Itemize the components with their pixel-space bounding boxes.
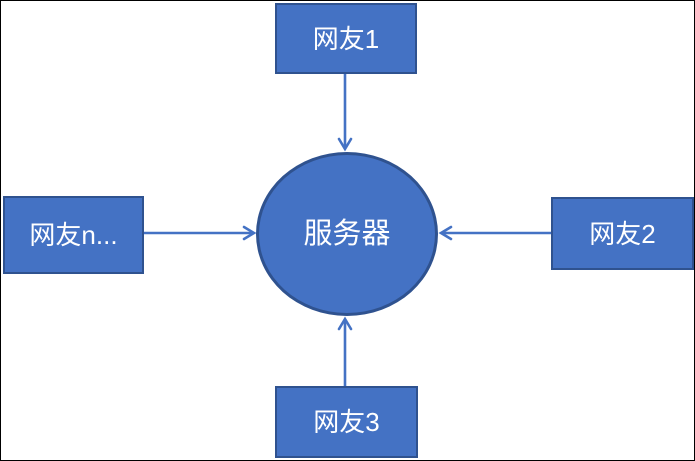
node-client2: 网友2 xyxy=(551,197,694,270)
node-client1: 网友1 xyxy=(275,3,417,74)
node-client3-label: 网友3 xyxy=(313,407,380,437)
node-clientn: 网友n... xyxy=(3,196,144,274)
node-clientn-label: 网友n... xyxy=(29,220,118,250)
node-server-label: 服务器 xyxy=(303,217,391,250)
node-client3: 网友3 xyxy=(275,386,418,458)
node-server: 服务器 xyxy=(256,152,438,316)
node-client1-label: 网友1 xyxy=(312,23,380,54)
node-client2-label: 网友2 xyxy=(589,218,656,249)
